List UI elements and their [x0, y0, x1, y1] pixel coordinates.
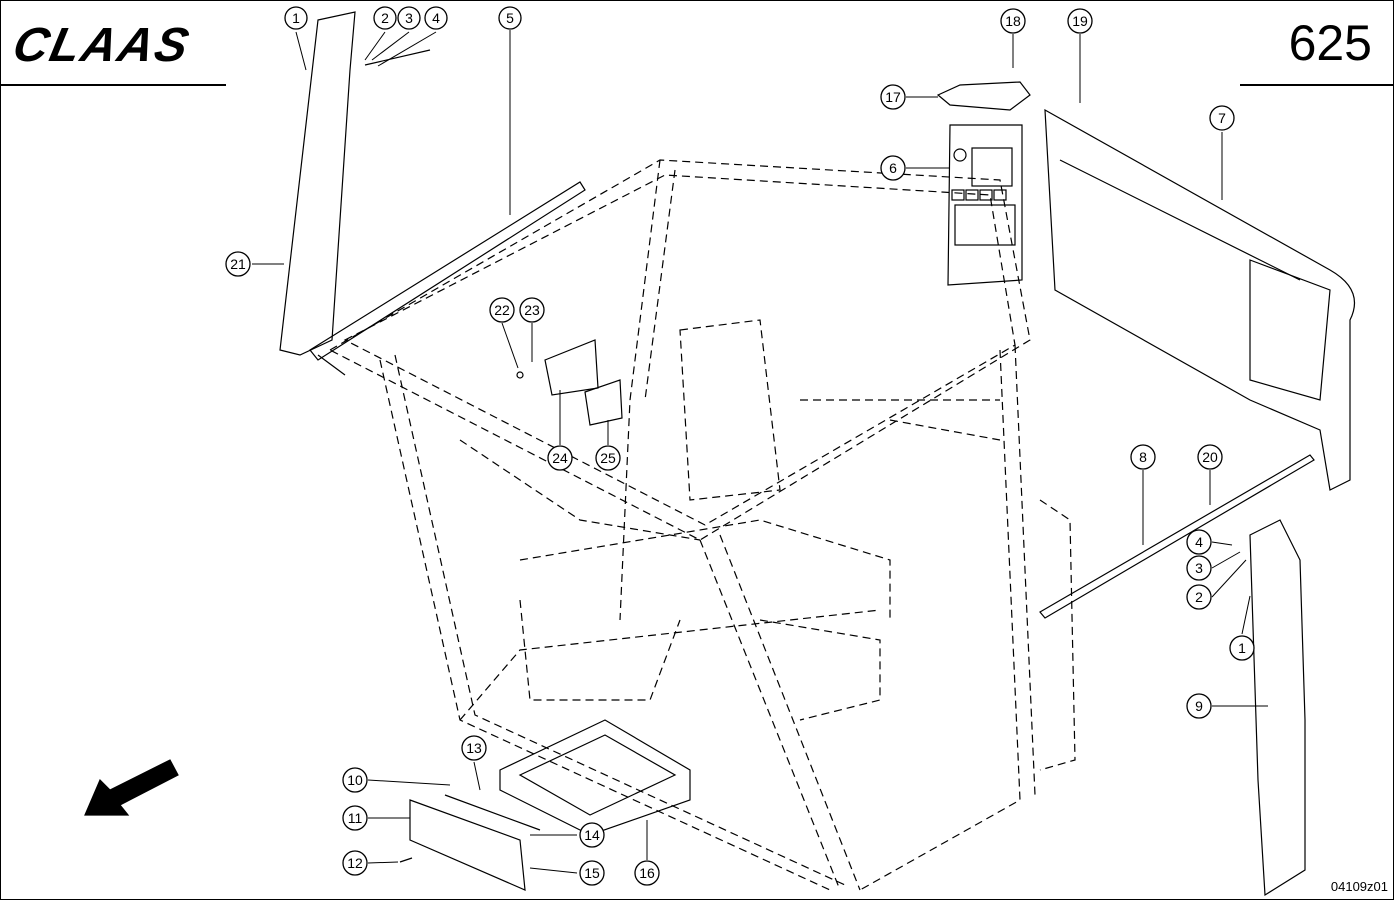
svg-text:6: 6 — [889, 160, 897, 176]
svg-text:2: 2 — [381, 10, 389, 26]
callout-3-a: 3 — [397, 6, 421, 30]
svg-text:10: 10 — [347, 772, 363, 788]
callout-16: 16 — [634, 860, 660, 886]
svg-text:3: 3 — [1195, 560, 1203, 576]
svg-text:23: 23 — [524, 302, 540, 318]
svg-text:7: 7 — [1218, 110, 1226, 126]
svg-text:20: 20 — [1202, 449, 1218, 465]
part-cover — [936, 81, 1031, 111]
svg-text:9: 9 — [1195, 698, 1203, 714]
svg-text:15: 15 — [584, 865, 600, 881]
part-bracket — [544, 339, 599, 396]
svg-text:1: 1 — [292, 10, 300, 26]
callout-2-b: 2 — [1186, 584, 1212, 610]
header-rule-right — [1240, 84, 1394, 86]
svg-text:11: 11 — [348, 810, 363, 826]
part-drawer — [499, 719, 691, 836]
svg-text:22: 22 — [494, 302, 510, 318]
header-rule-left — [0, 84, 226, 86]
callout-23: 23 — [519, 297, 545, 323]
svg-text:16: 16 — [639, 865, 655, 881]
svg-text:5: 5 — [506, 10, 514, 26]
callout-15: 15 — [579, 860, 605, 886]
callout-12: 12 — [342, 850, 368, 876]
part-left-pillar-trim — [279, 11, 356, 356]
callout-13: 13 — [461, 735, 487, 761]
part-console-panel — [947, 124, 1023, 286]
svg-text:4: 4 — [1195, 534, 1203, 550]
svg-text:12: 12 — [347, 855, 363, 871]
callout-3-b: 3 — [1186, 555, 1212, 581]
cab-frame — [328, 159, 1076, 891]
callout-20: 20 — [1197, 444, 1223, 470]
svg-text:17: 17 — [885, 89, 901, 105]
svg-text:14: 14 — [584, 827, 600, 843]
part-drawer-front — [409, 799, 526, 891]
callout-24: 24 — [547, 445, 573, 471]
part-right-pillar-trim — [1249, 519, 1306, 897]
callout-5: 5 — [498, 6, 522, 30]
callout-1-b: 1 — [1229, 635, 1255, 661]
svg-text:4: 4 — [432, 10, 440, 26]
callout-17: 17 — [880, 84, 906, 110]
part-upper-seal-strip — [309, 181, 586, 361]
svg-text:3: 3 — [405, 10, 413, 26]
drawing-number: 04109z01 — [1330, 879, 1388, 894]
callout-25: 25 — [595, 445, 621, 471]
callout-7: 7 — [1209, 105, 1235, 131]
svg-text:8: 8 — [1139, 449, 1147, 465]
svg-text:13: 13 — [466, 740, 482, 756]
part-lower-seal-strip — [1039, 454, 1315, 619]
callout-8: 8 — [1130, 444, 1156, 470]
part-screw — [399, 857, 413, 863]
direction-arrow — [84, 759, 179, 816]
svg-text:25: 25 — [600, 450, 616, 466]
page-number: 625 — [1288, 15, 1372, 71]
svg-text:21: 21 — [230, 256, 246, 272]
part-rear-roof-trim — [1044, 108, 1356, 491]
callout-4-b: 4 — [1186, 529, 1212, 555]
callout-4-a: 4 — [424, 6, 448, 30]
part-pin — [364, 49, 431, 66]
part-block — [584, 379, 623, 426]
svg-text:2: 2 — [1195, 589, 1203, 605]
callout-19: 19 — [1067, 8, 1093, 34]
svg-text:18: 18 — [1005, 13, 1021, 29]
callout-2-a: 2 — [373, 6, 397, 30]
svg-text:19: 19 — [1072, 13, 1088, 29]
callout-1-a: 1 — [284, 6, 308, 30]
svg-text:1: 1 — [1238, 640, 1246, 656]
leader-lines — [252, 30, 1268, 874]
svg-text:24: 24 — [552, 450, 568, 466]
callout-6: 6 — [880, 155, 906, 181]
callout-10: 10 — [342, 767, 368, 793]
callout-22: 22 — [489, 297, 515, 323]
callout-21: 21 — [225, 251, 251, 277]
callout-18: 18 — [1000, 8, 1026, 34]
callout-9: 9 — [1186, 693, 1212, 719]
callout-11: 11 — [342, 805, 368, 831]
callout-14: 14 — [579, 822, 605, 848]
